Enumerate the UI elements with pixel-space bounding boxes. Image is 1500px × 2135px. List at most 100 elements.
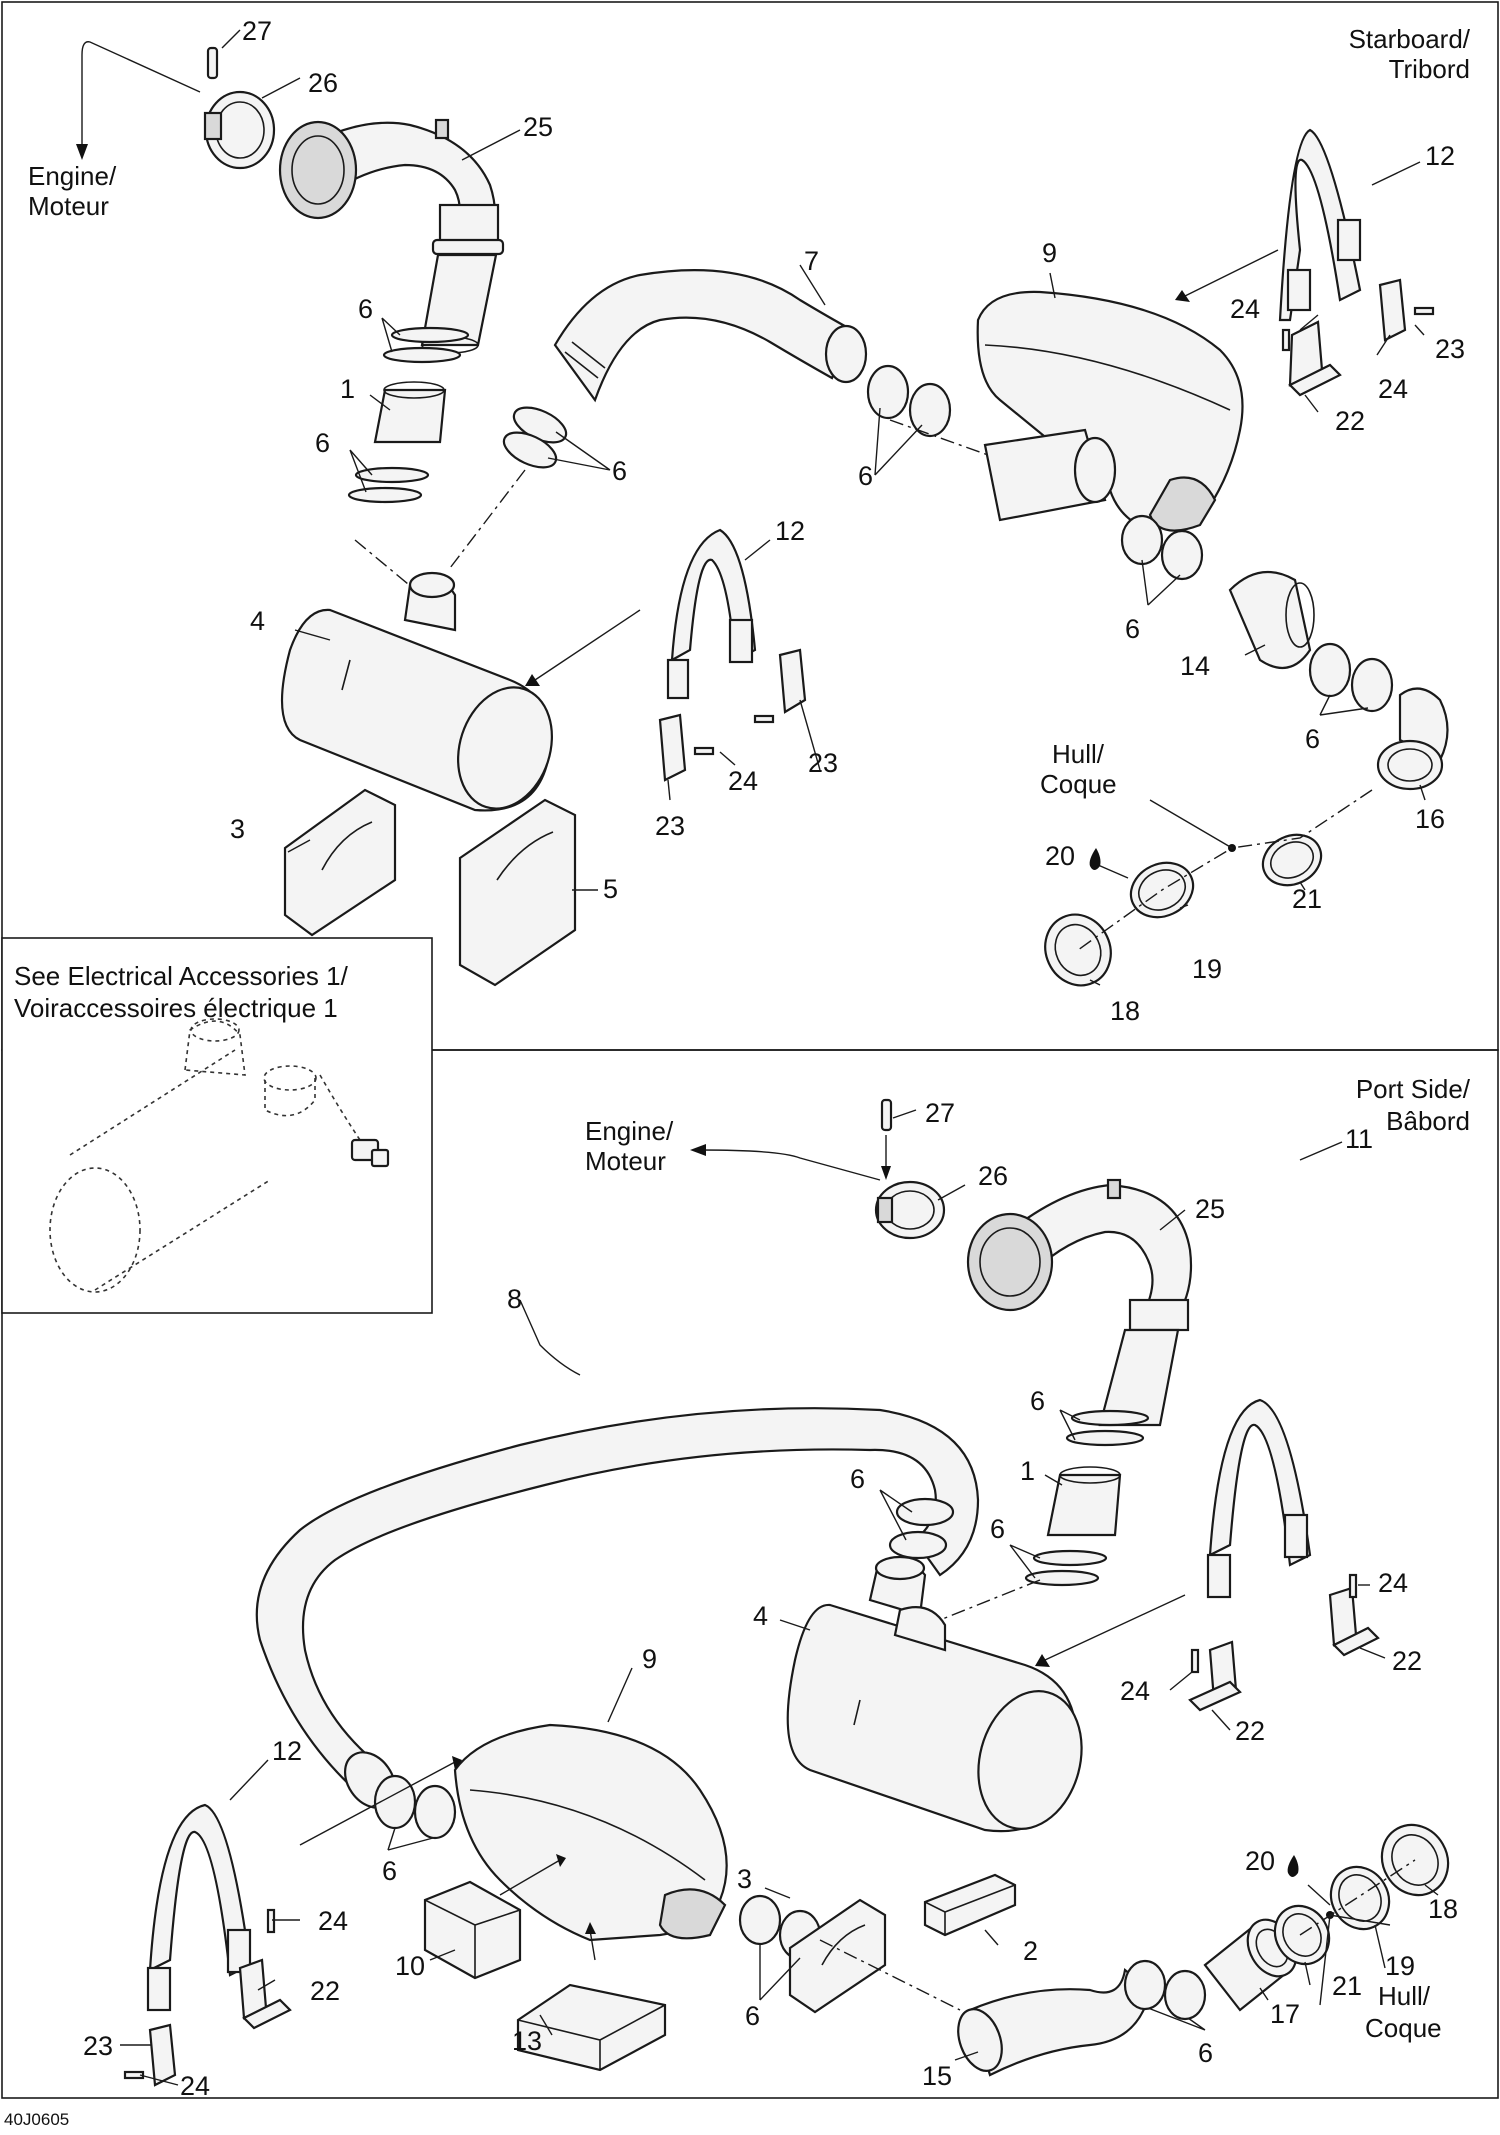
callout-15: 15 [922, 2061, 952, 2091]
port-flow-lines [819, 1579, 1416, 2011]
port-exhaust-pipe [1098, 1328, 1180, 1427]
callout-1: 1 [340, 374, 355, 404]
callout-9: 9 [642, 1644, 657, 1674]
port-clamps-6-lower [1024, 1549, 1108, 1587]
starboard-bracket-22 [1288, 320, 1342, 397]
callout-6: 6 [382, 1856, 397, 1886]
starboard-clamp-26 [203, 90, 276, 170]
starboard-hose-7 [553, 269, 868, 403]
starboard-exhaust-manifold-25 [278, 118, 505, 256]
drop-icon [1089, 848, 1101, 870]
callout-6: 6 [850, 1464, 865, 1494]
starboard-engine-label-2: Moteur [28, 191, 109, 221]
port-clamp-26 [874, 1180, 946, 1240]
callout-24: 24 [318, 1906, 348, 1936]
callout-6: 6 [1198, 2038, 1213, 2068]
inset-reference-line-1: See Electrical Accessories 1/ [14, 961, 349, 991]
starboard-cradle-5 [458, 798, 577, 987]
starboard-clamps-6-14 [1308, 642, 1394, 713]
port-engine-arrow [690, 1144, 881, 1181]
callout-3: 3 [230, 814, 245, 844]
callout-19: 19 [1192, 954, 1222, 984]
callout-24: 24 [728, 766, 758, 796]
callout-14: 14 [1180, 651, 1210, 681]
callout-24: 24 [1378, 1568, 1408, 1598]
callout-6: 6 [1125, 614, 1140, 644]
callout-leaders [120, 29, 1439, 2086]
callout-23: 23 [808, 748, 838, 778]
callout-22: 22 [1235, 1716, 1265, 1746]
callout-4: 4 [250, 606, 265, 636]
starboard-pin-27 [206, 46, 219, 80]
starboard-hull-label-2: Coque [1040, 769, 1117, 799]
callout-13: 13 [512, 2026, 542, 2056]
callout-6: 6 [745, 2001, 760, 2031]
inset-reference-line-2: Voiraccessoires électrique 1 [14, 993, 338, 1023]
inset-labels: See Electrical Accessories 1/ Voiraccess… [14, 961, 349, 1023]
callout-3: 3 [737, 1864, 752, 1894]
callout-18: 18 [1110, 996, 1140, 1026]
callout-24: 24 [180, 2071, 210, 2101]
callout-1: 1 [1020, 1456, 1035, 1486]
port-engine-label-1: Engine/ [585, 1116, 674, 1146]
starboard-clamps-6-upper [382, 326, 470, 364]
port-silencer-9 [453, 1723, 728, 1942]
starboard-elbow-16 [1376, 687, 1449, 791]
starboard-clamps-6-hose7 [502, 406, 568, 469]
callout-17: 17 [1270, 1999, 1300, 2029]
starboard-clamps-6-lower-right [1120, 514, 1204, 581]
callout-12: 12 [1425, 141, 1455, 171]
starboard-silencer-9 [976, 290, 1244, 532]
callout-2: 2 [1023, 1936, 1038, 1966]
callout-20: 20 [1045, 841, 1075, 871]
callout-21: 21 [1292, 884, 1322, 914]
starboard-clamps-6-lower [347, 466, 430, 504]
callout-10: 10 [395, 1951, 425, 1981]
port-muffler-4 [786, 1555, 1083, 1833]
starboard-outlet-18 [1044, 913, 1112, 987]
starboard-bolt-24 [1281, 306, 1435, 352]
callout-23: 23 [655, 811, 685, 841]
diagram-code: 40J0605 [4, 2110, 69, 2129]
port-clamps-6-upper [1065, 1409, 1150, 1447]
inset-wired-muffler [49, 1018, 390, 1293]
port-side-label-2: Bâbord [1386, 1106, 1470, 1136]
callout-24: 24 [1120, 1676, 1150, 1706]
starboard-side-label-1: Starboard/ [1349, 24, 1471, 54]
starboard-strap-12-right [1278, 128, 1362, 322]
callout-27: 27 [925, 1098, 955, 1128]
port-bracket-22-mid [1188, 1640, 1242, 1712]
callout-6: 6 [612, 456, 627, 486]
port-engine-label-2: Moteur [585, 1146, 666, 1176]
callout-19: 19 [1385, 1951, 1415, 1981]
callout-25: 25 [1195, 1194, 1225, 1224]
callout-22: 22 [1335, 406, 1365, 436]
port-hose-15 [957, 1967, 1152, 2077]
callout-25: 25 [523, 112, 553, 142]
port-side-label-1: Port Side/ [1356, 1074, 1471, 1104]
port-hull-label-1: Hull/ [1378, 1981, 1431, 2011]
callout-26: 26 [308, 68, 338, 98]
callout-12: 12 [272, 1736, 302, 1766]
callout-24: 24 [1230, 294, 1260, 324]
port-clamps-6-hose8 [888, 1497, 955, 1560]
starboard-coupler-1 [373, 381, 447, 444]
starboard-engine-arrow [76, 41, 201, 160]
port-clamps-6-right [1123, 1959, 1207, 2021]
port-pin-27 [880, 1098, 893, 1180]
port-gasket-21 [1273, 1904, 1331, 1966]
port-clamps-6-left [373, 1774, 457, 1840]
starboard-bracket-23-lower [658, 648, 807, 782]
port-cradle-3 [788, 1898, 887, 2014]
callout-23: 23 [1435, 334, 1465, 364]
callout-6: 6 [315, 428, 330, 458]
starboard-clamps-6-mid [866, 364, 952, 438]
callout-7: 7 [804, 246, 819, 276]
port-foam-10 [423, 1880, 522, 1980]
starboard-hull-label-1: Hull/ [1052, 739, 1105, 769]
port-hull-label-2: Coque [1365, 2013, 1442, 2043]
port-bracket-23 [123, 2023, 177, 2087]
